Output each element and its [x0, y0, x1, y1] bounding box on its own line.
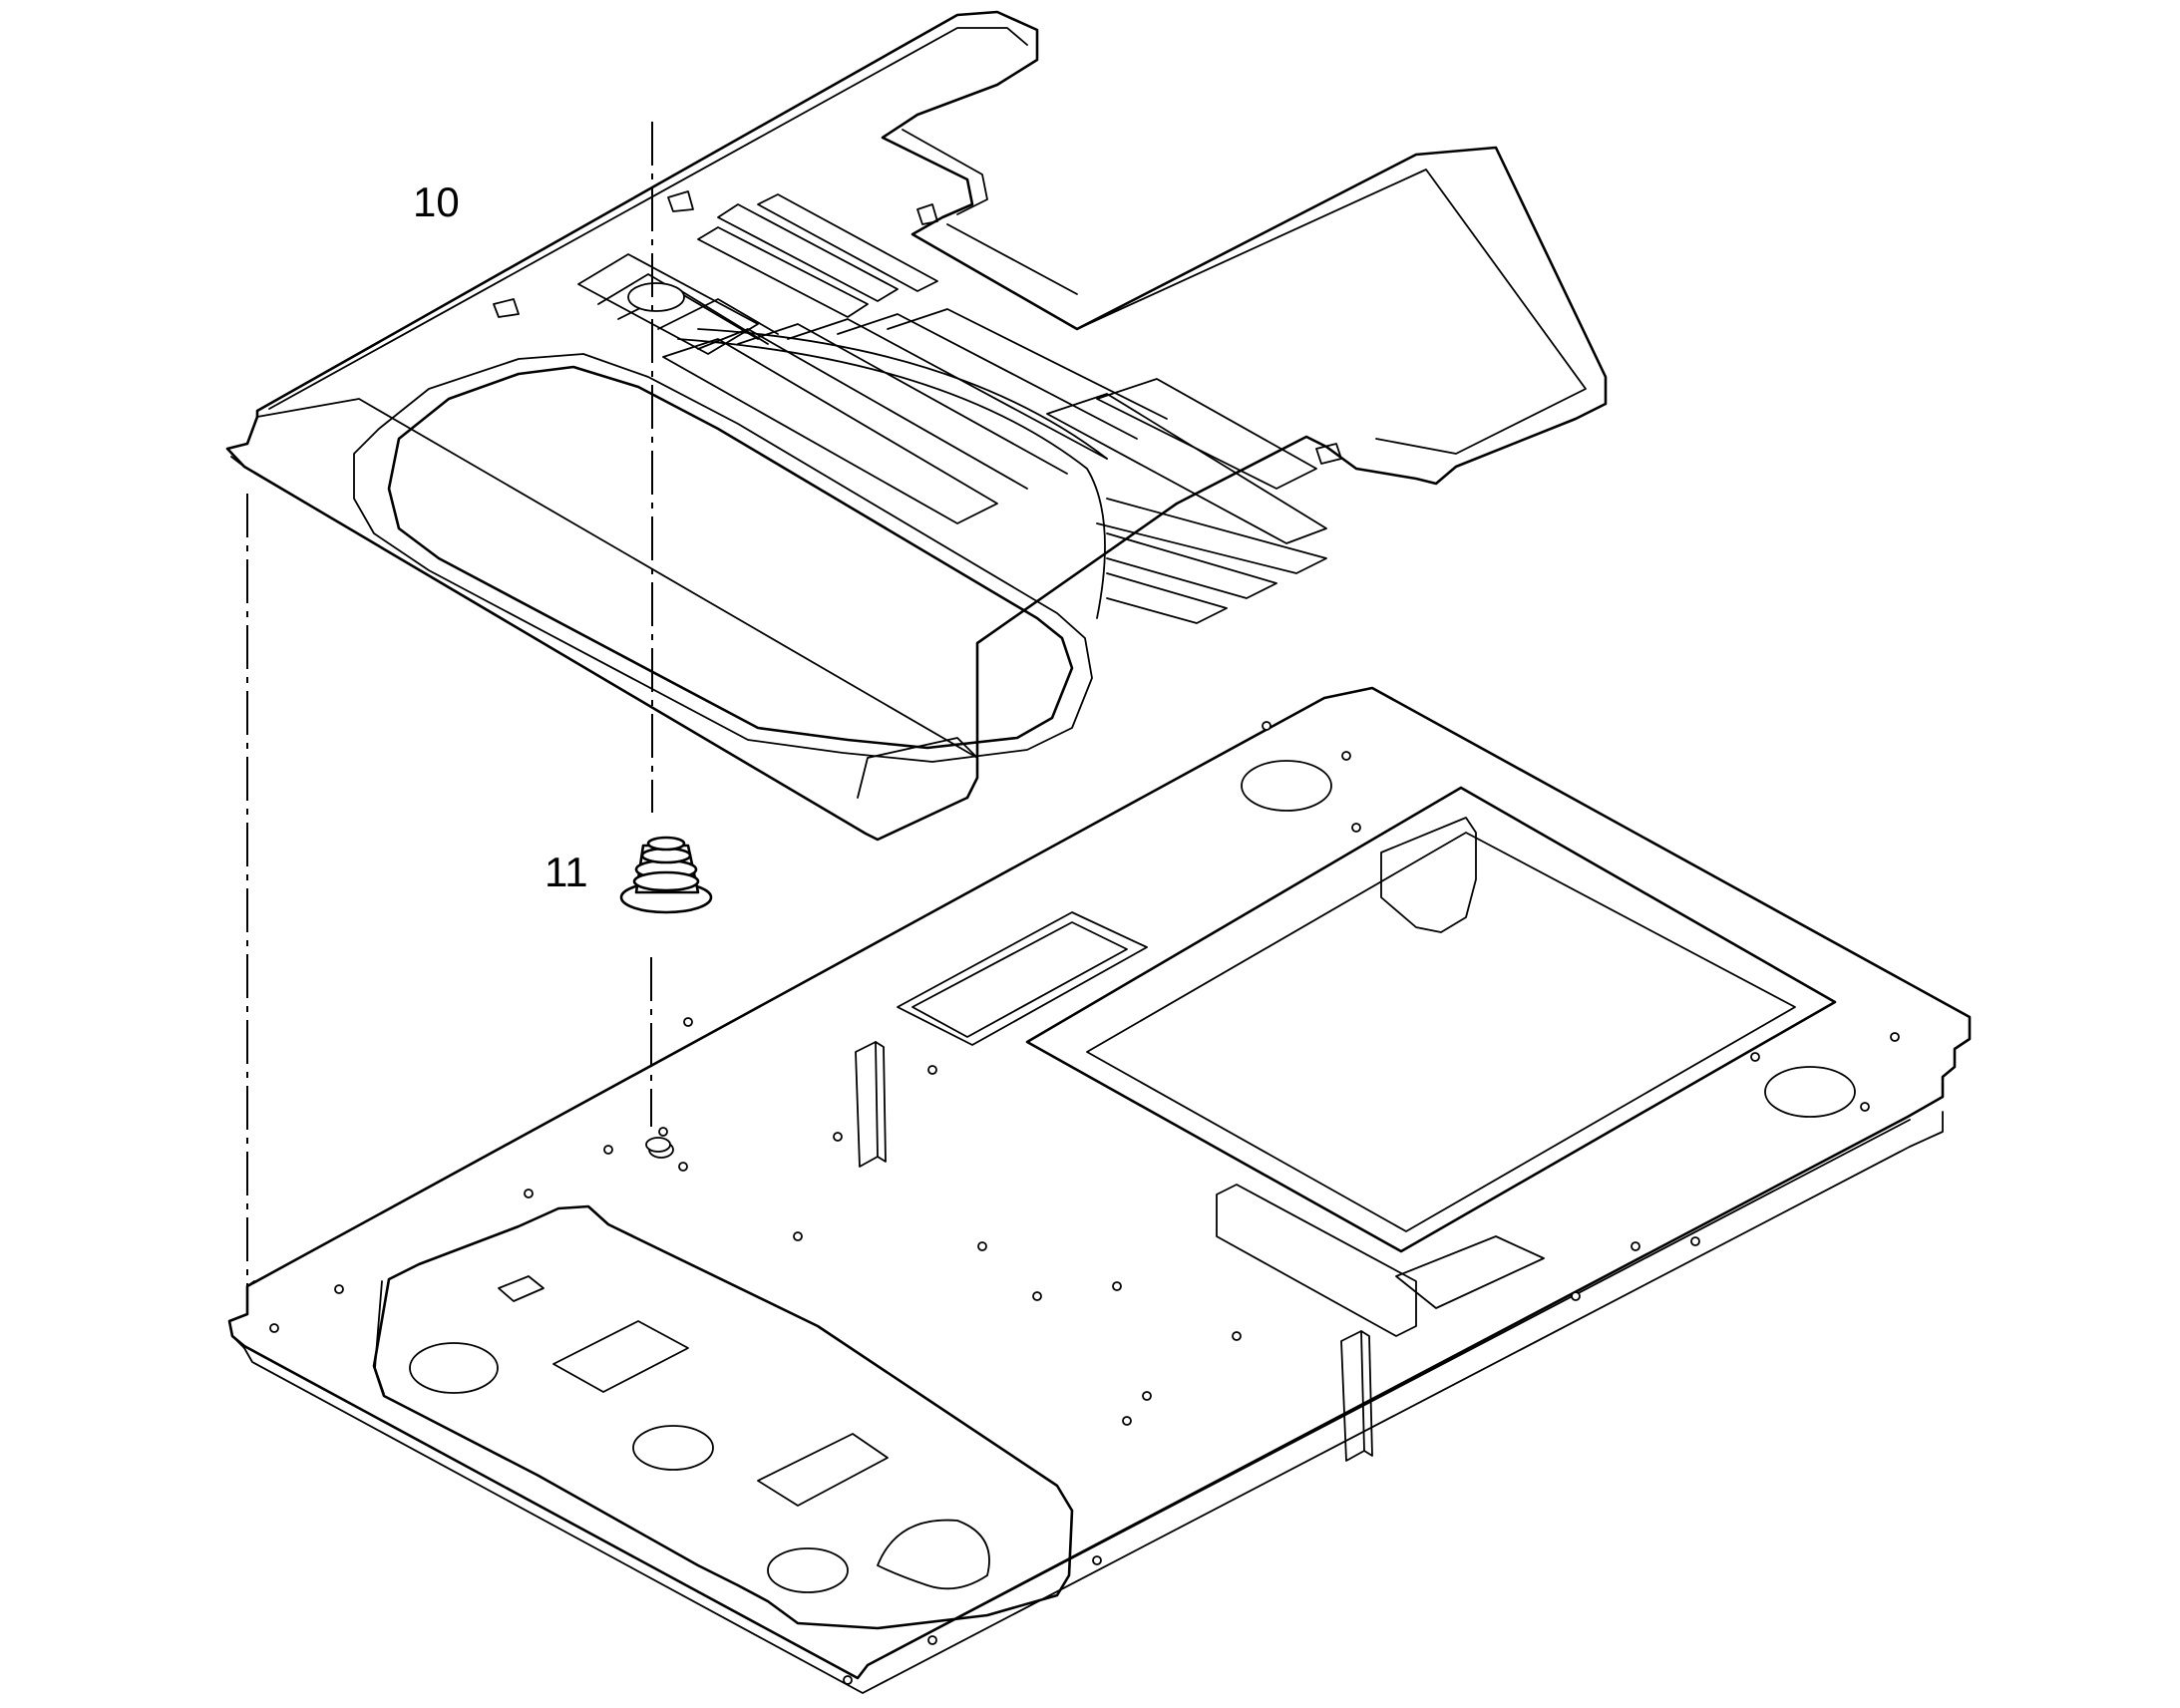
- base-plate: [227, 686, 1972, 1694]
- top-cover-tray: [225, 10, 1608, 842]
- callout-label-10: 10: [413, 178, 460, 225]
- grommet: [619, 836, 713, 914]
- alignment-lines: [246, 122, 671, 1286]
- callout-label-11: 11: [545, 849, 588, 895]
